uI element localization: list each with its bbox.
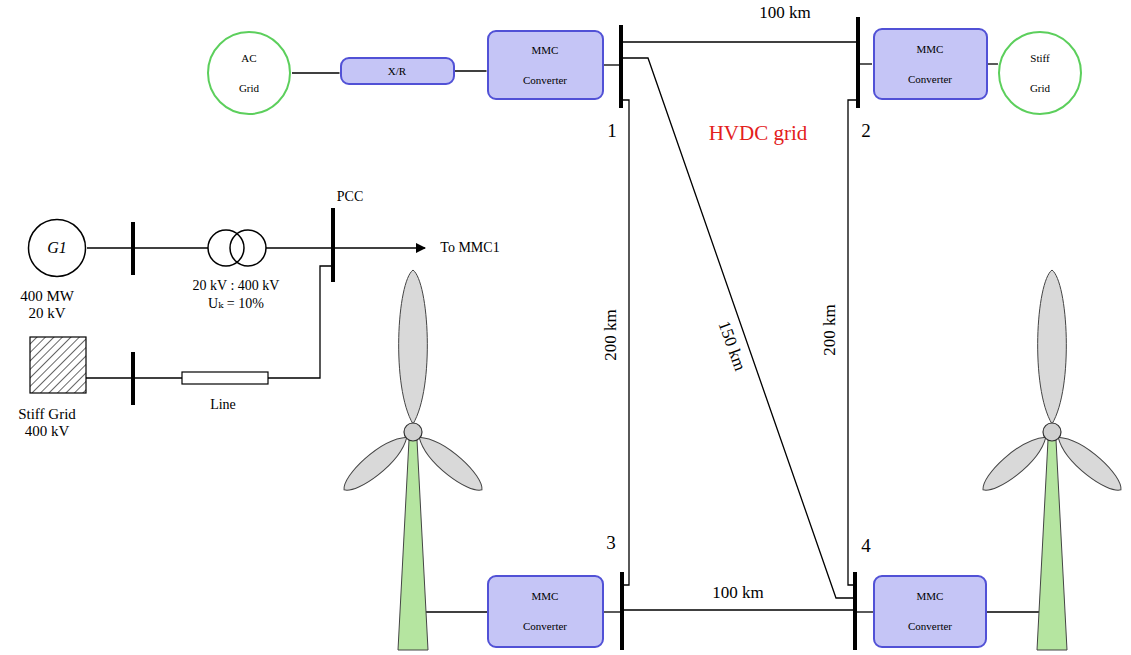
- node-text: G1: [47, 239, 67, 257]
- impedance-box: X/R: [340, 57, 455, 85]
- circle-outline: [997, 30, 1083, 116]
- distance-label: 200 km: [601, 308, 621, 361]
- ac-wire: [135, 377, 182, 378]
- ac-connector: [292, 72, 340, 73]
- grid-title: HVDC grid: [708, 121, 809, 145]
- converter-box: MMC Converter: [873, 575, 987, 648]
- stiff-grid-symbol: [30, 337, 86, 393]
- turbine-blade: [412, 429, 488, 498]
- transformer-rating: Uₖ = 10%: [207, 296, 265, 312]
- distance-label: 200 km: [820, 303, 840, 356]
- generator-rating: 400 MW 20 kV: [14, 288, 80, 323]
- node-text: MMC Converter: [900, 581, 960, 641]
- converter-link: [860, 63, 872, 64]
- bus-number: 3: [605, 532, 617, 554]
- ac-wire: [266, 247, 331, 248]
- node-text: Stiff Grid: [1023, 43, 1057, 103]
- pcc-bus: [331, 208, 335, 282]
- circle-outline: [206, 30, 292, 116]
- transformer-winding: [230, 230, 266, 266]
- dc-bus: [619, 25, 623, 108]
- circle-outline: [999, 32, 1081, 114]
- circle-outline: [208, 32, 290, 114]
- distance-label: 100 km: [758, 3, 811, 23]
- dc-bus: [620, 572, 624, 650]
- turbine-tower: [1037, 440, 1067, 650]
- bus-number: 1: [606, 120, 618, 142]
- turbine-blade: [337, 429, 413, 498]
- ac-bus: [131, 352, 135, 405]
- ac-wire: [86, 377, 131, 378]
- node-text: MMC Converter: [515, 581, 575, 641]
- line-symbol: [182, 372, 268, 384]
- ac-connector: [988, 63, 998, 64]
- converter-link: [857, 611, 873, 612]
- ac-wire: [87, 247, 131, 248]
- wind-turbine: [976, 270, 1127, 650]
- ac-grid-circle: AC Grid: [206, 30, 292, 116]
- ac-wire: [135, 247, 208, 248]
- bus-number: 4: [860, 535, 872, 557]
- converter-link: [604, 611, 620, 612]
- line-label: Line: [209, 397, 237, 413]
- turbine-hub: [404, 423, 422, 441]
- transformer-rating: 20 kV : 400 kV: [192, 278, 281, 294]
- dc-line: [848, 100, 856, 585]
- node-text: X/R: [388, 64, 406, 78]
- dc-line: [623, 100, 629, 585]
- turbine-link: [987, 611, 1039, 612]
- turbine-hub: [1043, 423, 1061, 441]
- turbine-blade: [976, 429, 1052, 498]
- transformer-winding: [208, 230, 244, 266]
- ac-bus: [131, 222, 135, 275]
- distance-label: 100 km: [711, 583, 764, 603]
- dc-bus: [856, 17, 860, 108]
- converter-link: [604, 64, 619, 65]
- arrow-label: To MMC1: [439, 240, 500, 256]
- converter-box: MMC Converter: [487, 575, 604, 648]
- wind-turbine: [337, 270, 488, 650]
- node-text: MMC Converter: [900, 34, 960, 94]
- converter-box: MMC Converter: [487, 30, 604, 100]
- converter-box: MMC Converter: [873, 28, 988, 100]
- turbine-tower: [398, 440, 428, 650]
- grid-rating: Stiff Grid 400 kV: [11, 406, 83, 441]
- circle-outline: [29, 220, 86, 277]
- dc-line: [624, 609, 853, 610]
- distance-label: 150 km: [714, 318, 751, 375]
- node-text: MMC Converter: [515, 35, 575, 95]
- generator-circle: G1: [27, 218, 87, 278]
- turbine-blade: [1051, 429, 1127, 498]
- ac-connector: [455, 70, 487, 71]
- dc-line: [623, 41, 856, 42]
- node-text: AC Grid: [232, 43, 266, 103]
- dc-line: [623, 58, 853, 598]
- bus-number: 2: [860, 120, 872, 142]
- stiff-grid-circle: Stiff Grid: [997, 30, 1083, 116]
- bus-name: PCC: [336, 189, 364, 205]
- turbine-blade: [399, 270, 428, 424]
- turbine-blade: [1038, 270, 1067, 424]
- dc-bus: [853, 572, 857, 650]
- pcc-arrow: [335, 247, 425, 248]
- turbine-link: [426, 611, 487, 612]
